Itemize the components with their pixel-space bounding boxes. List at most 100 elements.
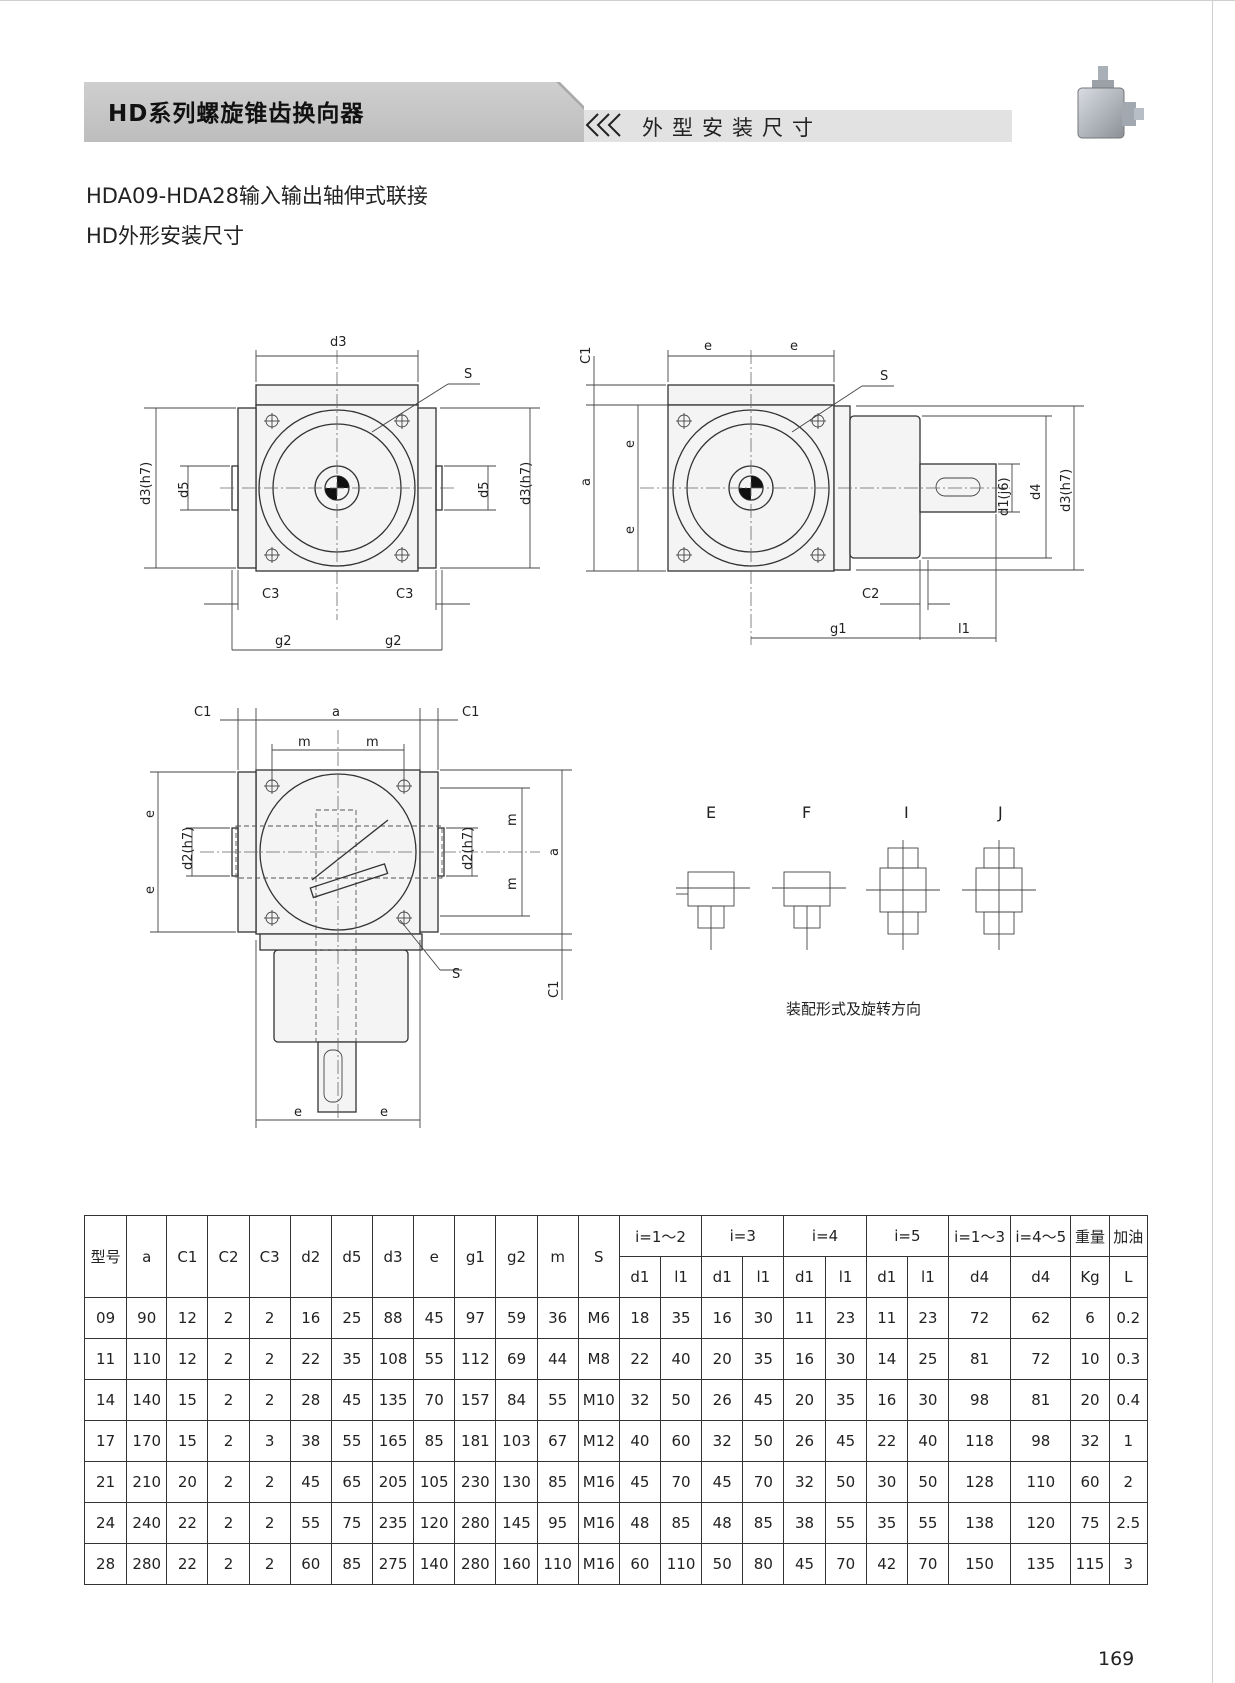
table-cell: 70 (413, 1379, 456, 1421)
table-cell: 55 (824, 1502, 867, 1544)
table-cell: 280 (126, 1543, 168, 1585)
label-d4: d4 (1029, 483, 1044, 500)
table-cell: 45 (701, 1461, 744, 1503)
label-c1-right: C1 (462, 705, 479, 720)
label-e-top-right: e (790, 339, 798, 354)
view-top-right: e e C1 a e e d4 d1(j6) d3(h7) S C2 g1 l1 (579, 339, 1084, 645)
table-cell: 55 (536, 1379, 579, 1421)
header-d2: d2 (289, 1215, 332, 1298)
series-title: HD系列螺旋锥齿换向器 (108, 101, 365, 127)
table-cell: 110 (126, 1338, 168, 1380)
table-cell: 26 (701, 1379, 744, 1421)
table-cell: 48 (701, 1502, 744, 1544)
table-cell: 72 (947, 1297, 1012, 1339)
table-cell: M10 (577, 1379, 620, 1421)
table-cell: 16 (289, 1297, 332, 1339)
subheader-d4: d4 (947, 1256, 1012, 1298)
right-edge-line (1212, 0, 1213, 1683)
table-cell: 1 (1108, 1420, 1149, 1462)
table-cell: 35 (330, 1338, 374, 1380)
table-cell: 2 (248, 1297, 291, 1339)
table-cell: 35 (659, 1297, 703, 1339)
table-cell: 55 (413, 1338, 456, 1380)
table-cell: 38 (289, 1420, 332, 1462)
table-cell: 16 (783, 1338, 826, 1380)
table-cell: 45 (824, 1420, 867, 1462)
table-cell: 165 (371, 1420, 415, 1462)
label-d1j6: d1(j6) (997, 477, 1012, 516)
table-cell: 22 (289, 1338, 332, 1380)
header-i-5: i=5 (865, 1215, 949, 1257)
label-s-1: S (464, 367, 472, 382)
label-a-side: a (579, 478, 594, 486)
top-edge-line (0, 0, 1235, 1)
table-cell: 22 (618, 1338, 661, 1380)
label-g2-left: g2 (275, 634, 292, 649)
label-e-bottom-right: e (380, 1105, 388, 1120)
label-d3: d3 (330, 335, 347, 350)
table-cell: 0.2 (1108, 1297, 1149, 1339)
label-d2h7-right: d2(h7) (461, 827, 476, 870)
table-cell: 2 (248, 1461, 291, 1503)
table-cell: 2 (248, 1379, 291, 1421)
table-cell: 22 (865, 1420, 908, 1462)
view-bottom-left: C1 a C1 m m e e d2(h7) d2(h7) m m a C1 S… (143, 705, 572, 1128)
mounting-label-j: J (998, 803, 1003, 822)
subheader-kg: Kg (1070, 1256, 1110, 1298)
header-i-3: i=3 (701, 1215, 785, 1257)
banner-shape (84, 82, 1012, 142)
table-cell: 2 (248, 1502, 291, 1544)
label-d5-right: d5 (477, 481, 492, 498)
subheader-l1: l1 (742, 1256, 785, 1298)
chevrons-icon (585, 113, 621, 137)
label-a-top: a (332, 705, 340, 720)
table-cell: 280 (454, 1502, 497, 1544)
table-cell: 85 (536, 1461, 579, 1503)
table-cell: 28 (83, 1543, 128, 1585)
table-cell: 70 (824, 1543, 867, 1585)
table-cell: 3 (248, 1420, 291, 1462)
header-i-1-3: i=1～3 (947, 1215, 1012, 1257)
table-cell: 88 (371, 1297, 415, 1339)
table-cell: 20 (1070, 1379, 1110, 1421)
table-cell: 59 (495, 1297, 538, 1339)
header-oil: 加油 (1108, 1215, 1149, 1257)
table-cell: 30 (906, 1379, 949, 1421)
table-cell: 45 (783, 1543, 826, 1585)
table-cell: 235 (371, 1502, 415, 1544)
label-c3-left: C3 (262, 587, 279, 602)
table-cell: 20 (783, 1379, 826, 1421)
table-cell: 32 (783, 1461, 826, 1503)
table-cell: 110 (536, 1543, 579, 1585)
header-c2: C2 (207, 1215, 250, 1298)
label-d2h7-left: d2(h7) (181, 827, 196, 870)
table-cell: 12 (166, 1338, 209, 1380)
table-cell: 40 (618, 1420, 661, 1462)
table-cell: 140 (413, 1543, 456, 1585)
table-cell: 170 (126, 1420, 168, 1462)
table-cell: 85 (742, 1502, 785, 1544)
table-cell: 35 (824, 1379, 867, 1421)
product-photo (1077, 66, 1144, 139)
table-cell: 55 (330, 1420, 374, 1462)
label-m-upper: m (505, 813, 520, 826)
view-top-left: d3 d3(h7) d3(h7) d5 d5 S C3 C3 g2 g2 (139, 335, 540, 651)
motor-body-3 (273, 949, 409, 1043)
table-cell: 42 (865, 1543, 908, 1585)
label-s-3: S (452, 967, 460, 982)
table-cell: 6 (1070, 1297, 1110, 1339)
table-cell: 181 (454, 1420, 497, 1462)
technical-drawing: d3 d3(h7) d3(h7) d5 d5 S C3 C3 g2 g2 (139, 335, 1084, 1128)
table-cell: 23 (824, 1297, 867, 1339)
table-cell: 30 (824, 1338, 867, 1380)
table-cell: 140 (126, 1379, 168, 1421)
table-cell: 85 (659, 1502, 703, 1544)
subtitle-line-1: HDA09-HDA28输入输出轴伸式联接 (86, 184, 428, 208)
table-cell: 112 (454, 1338, 497, 1380)
table-cell: 72 (1010, 1338, 1072, 1380)
table-cell: 130 (495, 1461, 538, 1503)
table-cell: 90 (126, 1297, 168, 1339)
table-cell: 110 (659, 1543, 703, 1585)
